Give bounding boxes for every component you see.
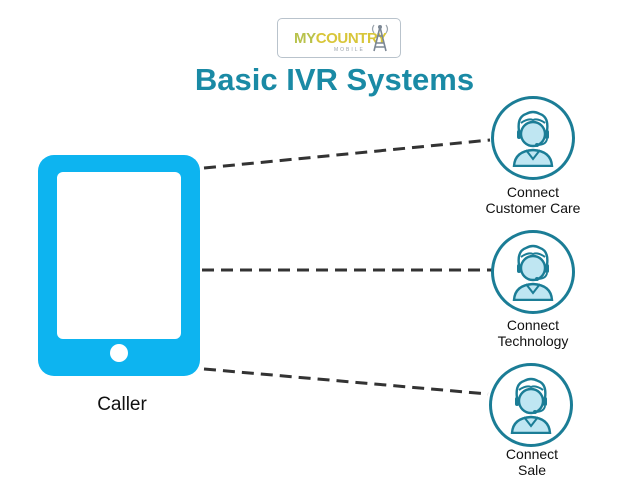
agent-technology [491,230,575,314]
customer-support-agent-icon [512,110,554,167]
agent-label-sale: Connect Sale [505,446,559,478]
agent-customer-care [491,96,575,180]
logo-wordmark: MYCOUNTRY [294,30,387,47]
my-country-mobile-logo: MYCOUNTRY MOBILE [277,18,401,58]
tablet-screen [57,172,181,339]
link-sale [203,367,489,396]
agent-label-technology: Connect Technology [497,317,569,349]
tablet-home-button [110,344,128,362]
agent-label-customer-care: Connect Customer Care [485,184,581,216]
caller-label: Caller [97,394,147,415]
diagram-title: Basic IVR Systems [194,62,475,97]
link-customer-care [203,138,491,170]
caller-tablet-icon [38,155,200,376]
customer-support-agent-icon [512,244,554,301]
logo-subtitle: MOBILE [334,47,365,53]
radio-tower-icon [371,24,389,52]
customer-support-agent-icon [510,377,552,434]
agent-sale [489,363,573,447]
